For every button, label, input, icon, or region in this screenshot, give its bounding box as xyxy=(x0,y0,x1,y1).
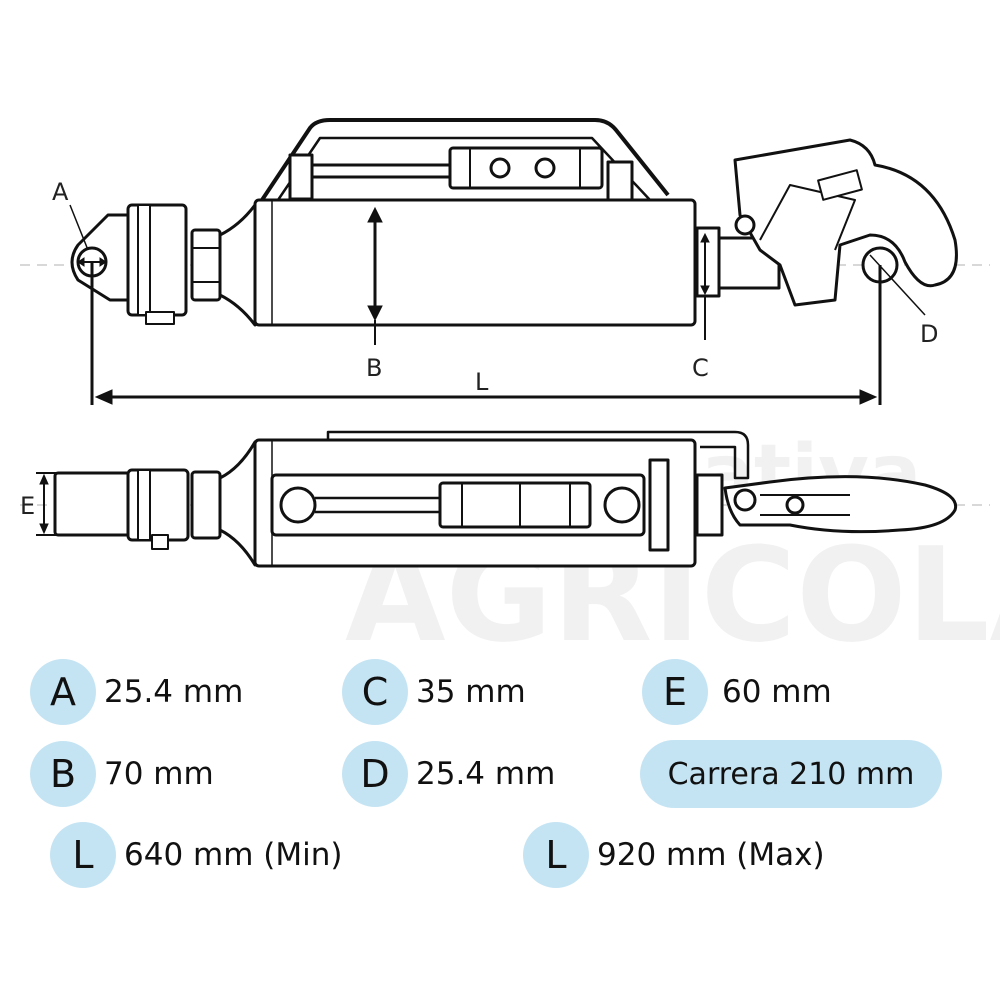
label-C: C xyxy=(692,354,709,382)
hook-end-top xyxy=(723,475,958,534)
stroke-pill: Carrera 210 mm xyxy=(640,740,942,808)
top-turnbuckle xyxy=(448,146,604,190)
hex-nut xyxy=(190,228,222,302)
label-D: D xyxy=(920,320,938,348)
top-dimensions xyxy=(69,204,926,405)
spec-d: D 25.4 mm xyxy=(342,741,555,807)
spec-a-value: 25.4 mm xyxy=(104,674,244,710)
spec-l-max-badge: L xyxy=(523,822,589,888)
label-B: B xyxy=(366,354,382,382)
cylinder-body xyxy=(253,198,697,327)
spec-c: C 35 mm xyxy=(342,659,526,725)
spec-l-max-value: 920 mm (Max) xyxy=(597,837,825,873)
spec-d-value: 25.4 mm xyxy=(416,756,556,792)
spec-b: B 70 mm xyxy=(30,741,214,807)
turnbuckle-top xyxy=(438,481,592,529)
spec-c-badge: C xyxy=(342,659,408,725)
spec-a: A 25.4 mm xyxy=(30,659,243,725)
e-dimension xyxy=(36,472,62,536)
spec-e: E 60 mm xyxy=(642,659,832,725)
spec-c-value: 35 mm xyxy=(416,674,526,710)
spec-b-value: 70 mm xyxy=(104,756,214,792)
spec-b-badge: B xyxy=(30,741,96,807)
spec-l-max: L 920 mm (Max) xyxy=(523,822,825,888)
top-view xyxy=(53,430,958,568)
clamp-block xyxy=(126,203,188,317)
spec-e-value: 60 mm xyxy=(722,674,832,710)
spec-l-min: L 640 mm (Min) xyxy=(50,822,342,888)
spec-e-badge: E xyxy=(642,659,708,725)
label-A: A xyxy=(52,178,69,206)
spec-l-min-badge: L xyxy=(50,822,116,888)
spec-a-badge: A xyxy=(30,659,96,725)
carry-handle xyxy=(260,118,670,202)
label-L: L xyxy=(475,368,489,396)
label-E: E xyxy=(20,492,35,520)
spec-l-min-value: 640 mm (Min) xyxy=(124,837,343,873)
eye-end-top xyxy=(53,471,132,537)
spec-d-badge: D xyxy=(342,741,408,807)
side-view xyxy=(70,118,958,327)
